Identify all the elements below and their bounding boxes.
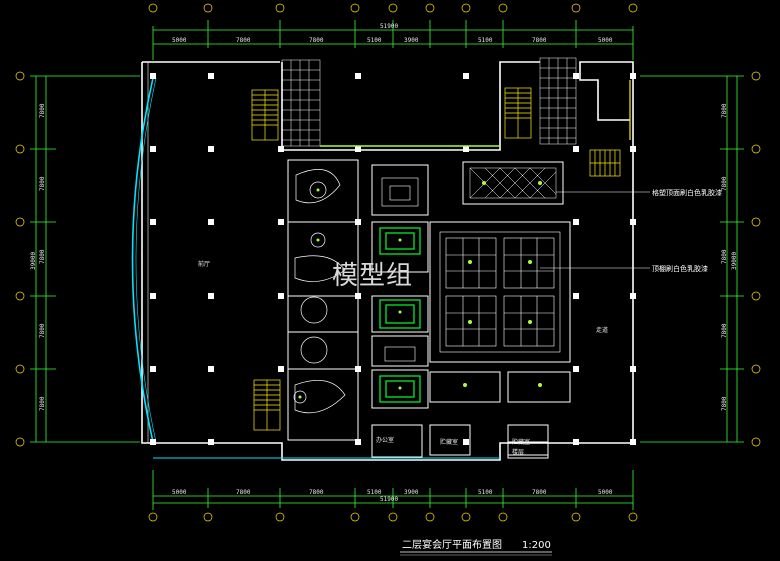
top-dimension-chain xyxy=(152,20,634,60)
left-dim-4: 7800 xyxy=(39,323,46,338)
annotation-note-2: 顶棚刷白色乳胶漆 xyxy=(652,264,708,273)
right-dim-2: 7800 xyxy=(721,176,728,191)
stair-top-right xyxy=(504,87,532,139)
room-label-hall: 前厅 xyxy=(198,260,210,268)
bottom-dim-3: 7800 xyxy=(309,489,324,496)
left-dim-1: 7800 xyxy=(39,103,46,118)
top-dim-3: 7800 xyxy=(309,37,324,44)
annotation-note-1: 格塑顶面刷白色乳胶漆 xyxy=(652,188,722,197)
ceiling-ornaments-left xyxy=(293,169,346,414)
top-dim-6: 5100 xyxy=(478,37,493,44)
bottom-dim-1: 5000 xyxy=(172,489,187,496)
top-dim-8: 5000 xyxy=(598,37,613,44)
light-fixtures xyxy=(298,181,542,399)
grid-ceiling-top-left xyxy=(281,59,321,147)
central-partitions xyxy=(287,159,571,459)
left-dim-2: 7800 xyxy=(39,176,46,191)
right-dim-labels: 7800 7800 7800 7800 7800 39000 xyxy=(721,103,738,411)
top-dim-total: 51900 xyxy=(380,23,398,30)
green-ceiling-panels xyxy=(379,227,421,403)
room-label-storage-1: 贮藏室 xyxy=(440,438,458,446)
stair-right xyxy=(589,149,621,177)
left-dim-5: 7800 xyxy=(39,396,46,411)
left-dim-3: 7800 xyxy=(39,249,46,264)
right-dimension-chain xyxy=(640,75,744,443)
top-axis-markers xyxy=(148,3,638,13)
room-label-corridor: 走道 xyxy=(596,326,608,334)
annotation-leaders xyxy=(540,191,650,269)
stair-bottom-left xyxy=(253,379,281,431)
right-dim-3: 7800 xyxy=(721,249,728,264)
diamond-lattice-ceiling xyxy=(469,167,557,199)
right-dim-total: 39000 xyxy=(731,252,738,270)
bottom-dim-2: 7800 xyxy=(236,489,251,496)
bottom-dim-7: 7800 xyxy=(532,489,547,496)
grid-ceiling-top-right xyxy=(539,57,577,145)
right-axis-markers xyxy=(751,71,761,447)
top-dim-1: 5000 xyxy=(172,37,187,44)
curved-glass-curtain xyxy=(131,77,154,443)
curved-glass-curtain-inner xyxy=(135,77,157,443)
banquet-coffered-ceiling xyxy=(439,231,561,353)
top-dim-2: 7800 xyxy=(236,37,251,44)
right-dim-1: 7800 xyxy=(721,103,728,118)
watermark: 模型组 xyxy=(332,261,413,291)
bottom-dim-8: 5000 xyxy=(598,489,613,496)
top-dim-4: 5100 xyxy=(367,37,382,44)
right-dim-5: 7800 xyxy=(721,396,728,411)
bottom-dim-6: 5100 xyxy=(478,489,493,496)
left-axis-markers xyxy=(15,71,25,447)
bottom-dim-4: 5100 xyxy=(367,489,382,496)
small-ceiling-details xyxy=(381,177,419,362)
right-dim-4: 7800 xyxy=(721,323,728,338)
bottom-axis-markers xyxy=(148,512,638,522)
stair-top-left xyxy=(251,89,279,141)
drawing-title: 二层宴会厅平面布置图 xyxy=(402,538,502,551)
room-label-storage-2: 贮藏室 xyxy=(512,438,530,446)
left-dim-total: 39000 xyxy=(30,252,37,270)
room-label-lobby: 楼层 xyxy=(512,448,524,456)
structural-columns xyxy=(150,73,636,445)
room-label-office: 办公室 xyxy=(376,436,394,444)
left-dim-labels: 7800 7800 7800 7800 7800 39000 xyxy=(30,103,46,411)
drawing-title-block: 二层宴会厅平面布置图 1:200 xyxy=(400,538,552,556)
bottom-dimension-chain xyxy=(152,470,634,510)
bottom-dim-total: 51900 xyxy=(380,496,398,503)
bottom-dim-5: 3900 xyxy=(404,489,419,496)
drawing-scale: 1:200 xyxy=(522,540,551,551)
top-dim-7: 7800 xyxy=(532,37,547,44)
left-dimension-chain xyxy=(30,75,140,443)
top-dim-5: 3900 xyxy=(404,37,419,44)
